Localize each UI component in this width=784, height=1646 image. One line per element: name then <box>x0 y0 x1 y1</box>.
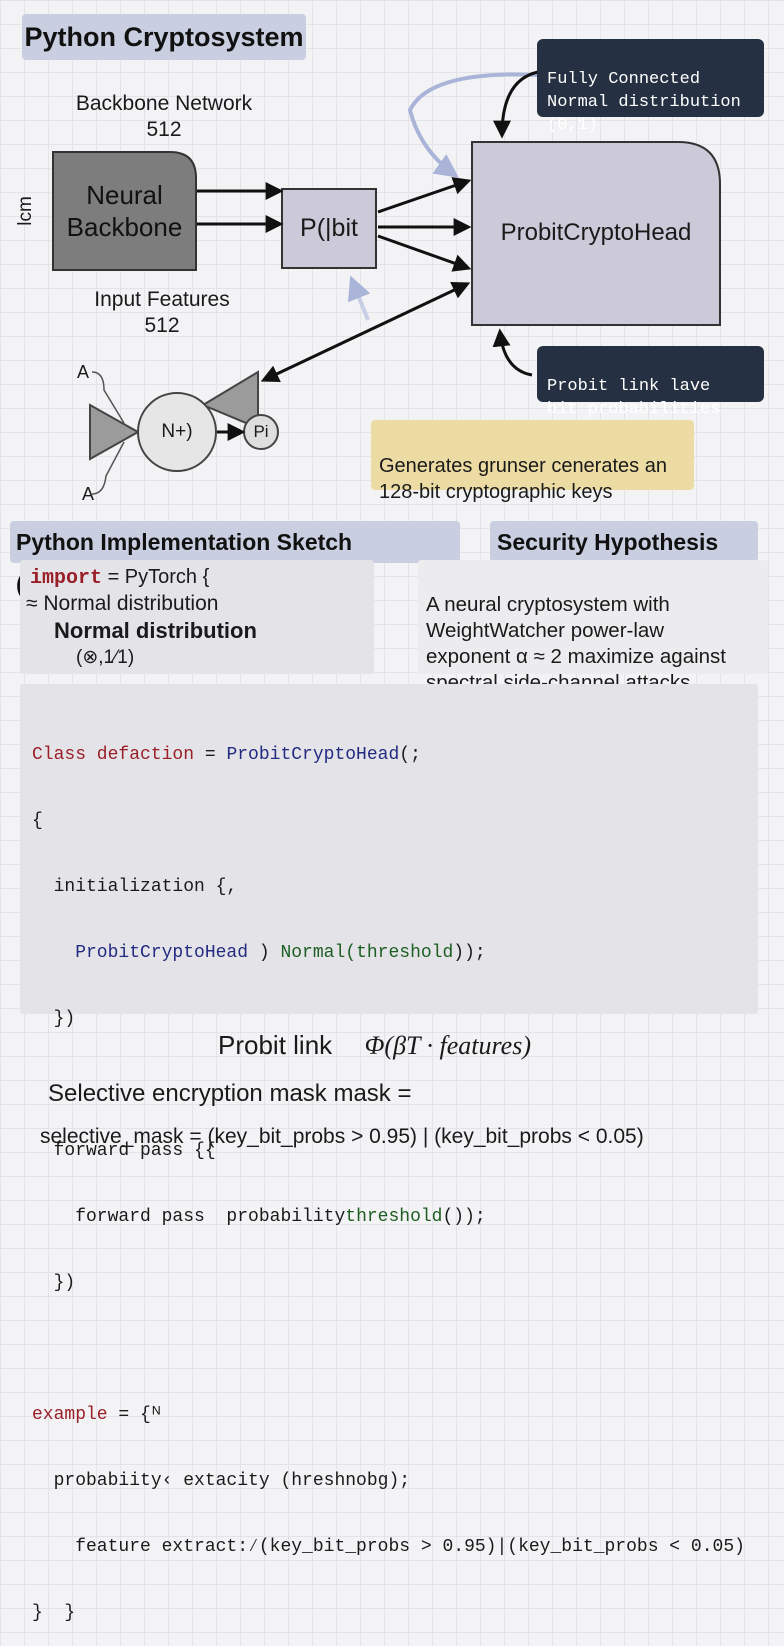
selective-expression-text: selective_mask = (key_bit_probs > 0.95) … <box>40 1125 644 1148</box>
security-panel: A neural cryptosystem with WeightWatcher… <box>418 560 768 694</box>
code-line-7-green: threshold <box>345 1207 443 1227</box>
callout-fully-connected-text: Fully Connected Normal distribution (0,1… <box>547 70 741 135</box>
code-class-keyword: Class defaction <box>32 745 195 765</box>
probit-head-text: ProbitCryptoHead <box>500 219 692 246</box>
light-arrow-top <box>407 72 539 178</box>
probit-formula-math: Φ(βT · features) <box>364 1031 531 1060</box>
code-line-10: probabiity‹ extacity (hreshnobg); <box>32 1471 411 1491</box>
code-blank-2 <box>32 1338 746 1360</box>
right-triangle <box>200 370 259 430</box>
impl-line-4-text: (⊗,1⁄1) <box>76 647 135 668</box>
code-line-9: example = {ᴺ <box>32 1404 746 1426</box>
security-text: A neural cryptosystem with WeightWatcher… <box>426 593 727 694</box>
code-line-3: initialization {, <box>32 877 238 897</box>
side-label: lcm <box>11 191 41 231</box>
neural-backbone-box <box>52 151 197 271</box>
a-bottom-connector <box>91 441 125 495</box>
a-top-text: A <box>77 362 90 382</box>
backbone-dim-label: 512 <box>124 117 204 143</box>
impl-line-3: Normal distribution <box>54 618 257 644</box>
code-line-7-end: ()); <box>442 1207 486 1227</box>
note-text: Generates grunser cenerates an 128-bit c… <box>379 455 667 503</box>
code-line-12: } } <box>32 1603 76 1623</box>
code-example-keyword: example <box>32 1405 108 1425</box>
impl-line-2-text: ≈ Normal distribution <box>26 592 219 615</box>
code-panel: Class defaction = ProbitCryptoHead(; { i… <box>20 684 758 1623</box>
left-triangle <box>89 403 141 461</box>
impl-line-4: (⊗,1⁄1) <box>76 646 134 669</box>
code-line-4-end: )); <box>453 943 486 963</box>
code-line-4-mid: ) <box>248 943 281 963</box>
arrow-head-lower <box>260 282 471 382</box>
code-line-5: }) <box>32 1009 76 1029</box>
small-node-label: Pi <box>248 422 274 444</box>
neural-backbone-label: Neural Backbone <box>53 168 196 254</box>
arrow-pbit-head-3 <box>377 234 472 272</box>
light-arrow-pbit <box>347 275 371 321</box>
probit-formula: Probit link Φ(βT · features) <box>218 1030 718 1066</box>
callout-bottom-connector <box>492 328 533 377</box>
node-circle <box>137 392 217 472</box>
code-line-11: feature extract:⁄(key_bit_probs > 0.95)|… <box>32 1537 745 1557</box>
code-line-7: forward pass probabilitythreshold()); <box>32 1206 746 1228</box>
probit-head-box <box>471 141 721 326</box>
pbit-box <box>281 188 377 269</box>
page-title-text: Python Cryptosystem <box>24 21 304 52</box>
node-label: N+) <box>148 421 206 445</box>
selective-label: Selective encryption mask mask = <box>48 1080 528 1112</box>
small-node-text: Pi <box>253 422 269 441</box>
input-dim-label: 512 <box>122 313 202 339</box>
security-heading-text: Security Hypothesis <box>497 529 719 555</box>
impl-line-1: import = PyTorch { <box>30 566 209 590</box>
security-heading: Security Hypothesis <box>490 521 758 563</box>
note-box: Generates grunser cenerates an 128-bit c… <box>371 420 694 503</box>
backbone-dim-text: 512 <box>146 118 182 141</box>
input-features-label: Input Features <box>62 287 262 313</box>
backbone-network-label: Backbone Network <box>40 91 288 117</box>
code-line-8: }) <box>32 1273 76 1293</box>
impl-import-keyword: import <box>30 567 103 590</box>
code-line-6: forward pass {{ <box>32 1141 216 1161</box>
code-line-9-rest: = {ᴺ <box>107 1405 162 1425</box>
pbit-text: P(|bit <box>300 213 358 242</box>
code-line-7-a: forward pass probability <box>32 1207 346 1227</box>
a-bottom-label: A <box>82 484 100 506</box>
callout-probit-link: Probit link lave bit probabilities <box>537 346 764 419</box>
pbit-label: P(|bit <box>282 208 376 248</box>
a-top-connector <box>91 371 125 424</box>
input-features-text: Input Features <box>94 288 230 311</box>
a-bottom-text: A <box>82 484 95 504</box>
callout-probit-link-text: Probit link lave bit probabilities <box>547 377 721 419</box>
code-class-name: ProbitCryptoHead <box>226 745 400 765</box>
input-dim-text: 512 <box>144 314 180 337</box>
side-label-text: lcm <box>15 196 36 226</box>
callout-top-connector <box>493 70 539 139</box>
impl-line-1-text: = PyTorch { <box>102 566 210 588</box>
code-line-1-end: (; <box>399 745 421 765</box>
probit-formula-prefix: Probit link <box>218 1030 333 1060</box>
impl-panel: import = PyTorch { ≈ Normal distribution… <box>20 560 374 674</box>
code-line-4-green: Normal(threshold <box>280 943 454 963</box>
code-line-1-mid: = <box>194 745 227 765</box>
code-line-4-fn: ProbitCryptoHead <box>32 943 249 963</box>
arrow-pbit-head-1 <box>377 177 472 214</box>
selective-expression: selective_mask = (key_bit_probs > 0.95) … <box>40 1125 770 1155</box>
a-top-label: A <box>77 362 95 384</box>
backbone-network-text: Backbone Network <box>75 92 253 115</box>
impl-line-3-text: Normal distribution <box>54 618 257 643</box>
impl-heading: Python Implementation Sketch (PyTorch) <box>10 521 460 597</box>
code-line-1: Class defaction = ProbitCryptoHead(; <box>32 744 746 766</box>
callout-fully-connected: Fully Connected Normal distribution (0,1… <box>537 39 764 135</box>
probit-head-label: ProbitCryptoHead <box>472 213 720 253</box>
impl-line-2: ≈ Normal distribution <box>26 592 218 616</box>
code-line-4: ProbitCryptoHead ) Normal(threshold)); <box>32 942 746 964</box>
page-title: Python Cryptosystem <box>22 14 306 60</box>
code-line-2: { <box>32 811 43 831</box>
selective-label-text: Selective encryption mask mask = <box>48 1080 412 1107</box>
neural-backbone-text: Neural Backbone <box>66 180 183 242</box>
architecture-diagram <box>52 70 721 495</box>
node-label-text: N+) <box>161 421 193 442</box>
